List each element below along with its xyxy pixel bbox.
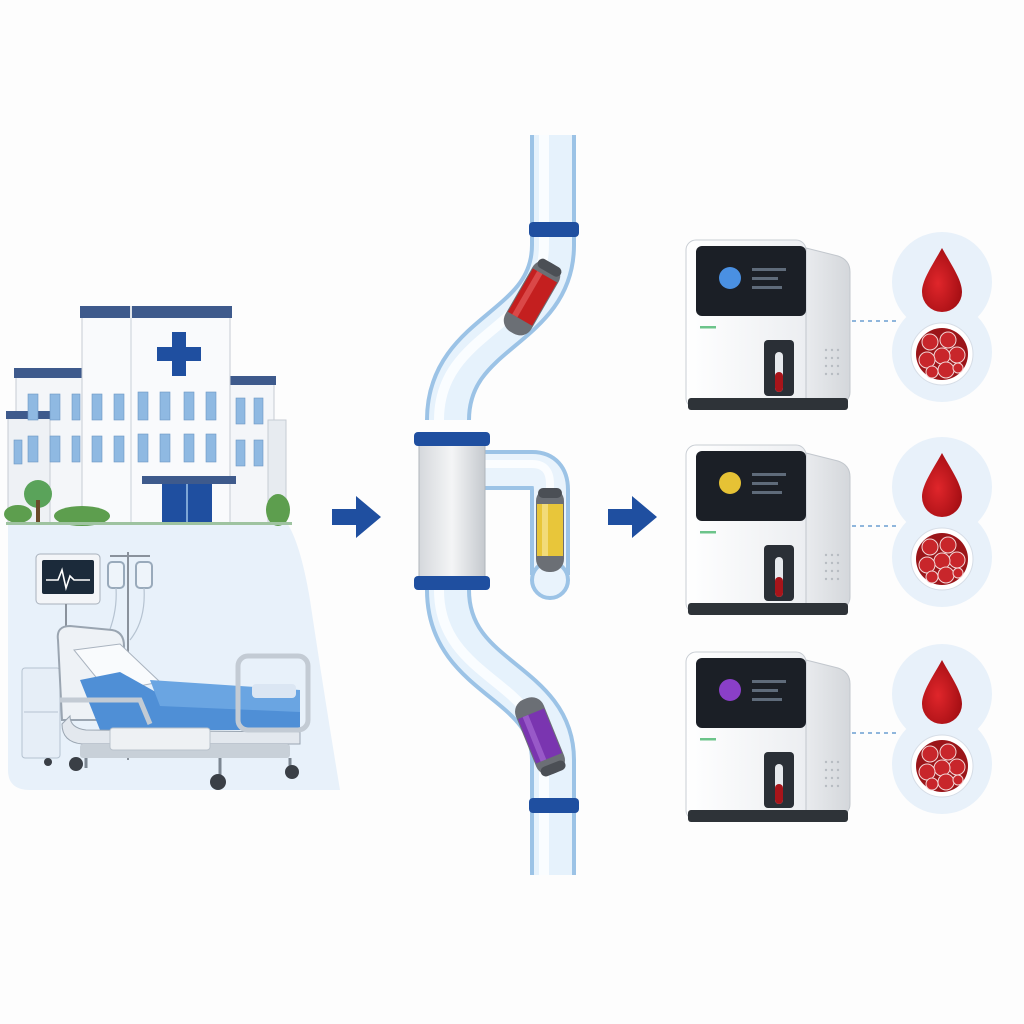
pneumatic-tube-system xyxy=(414,135,579,875)
analyzer-3 xyxy=(686,652,850,822)
tube-hub xyxy=(419,438,485,584)
result-panel-3 xyxy=(852,644,992,814)
analyzer-2 xyxy=(686,445,850,615)
blood-cells-icon xyxy=(911,735,973,797)
flow-arrow-right xyxy=(608,496,657,538)
blood-cells-icon xyxy=(911,528,973,590)
bedside-cabinet xyxy=(22,668,60,758)
carrier-middle xyxy=(536,488,564,572)
blood-cells-icon xyxy=(911,323,973,385)
hospital-scene xyxy=(4,306,340,790)
flow-arrow-right xyxy=(332,496,381,538)
indicator-light xyxy=(719,679,741,701)
hospital-building xyxy=(4,306,292,526)
result-panel-1 xyxy=(852,232,992,402)
indicator-light xyxy=(719,472,741,494)
analyzer-1 xyxy=(686,240,850,410)
indicator-light xyxy=(719,267,741,289)
result-panel-2 xyxy=(852,437,992,607)
